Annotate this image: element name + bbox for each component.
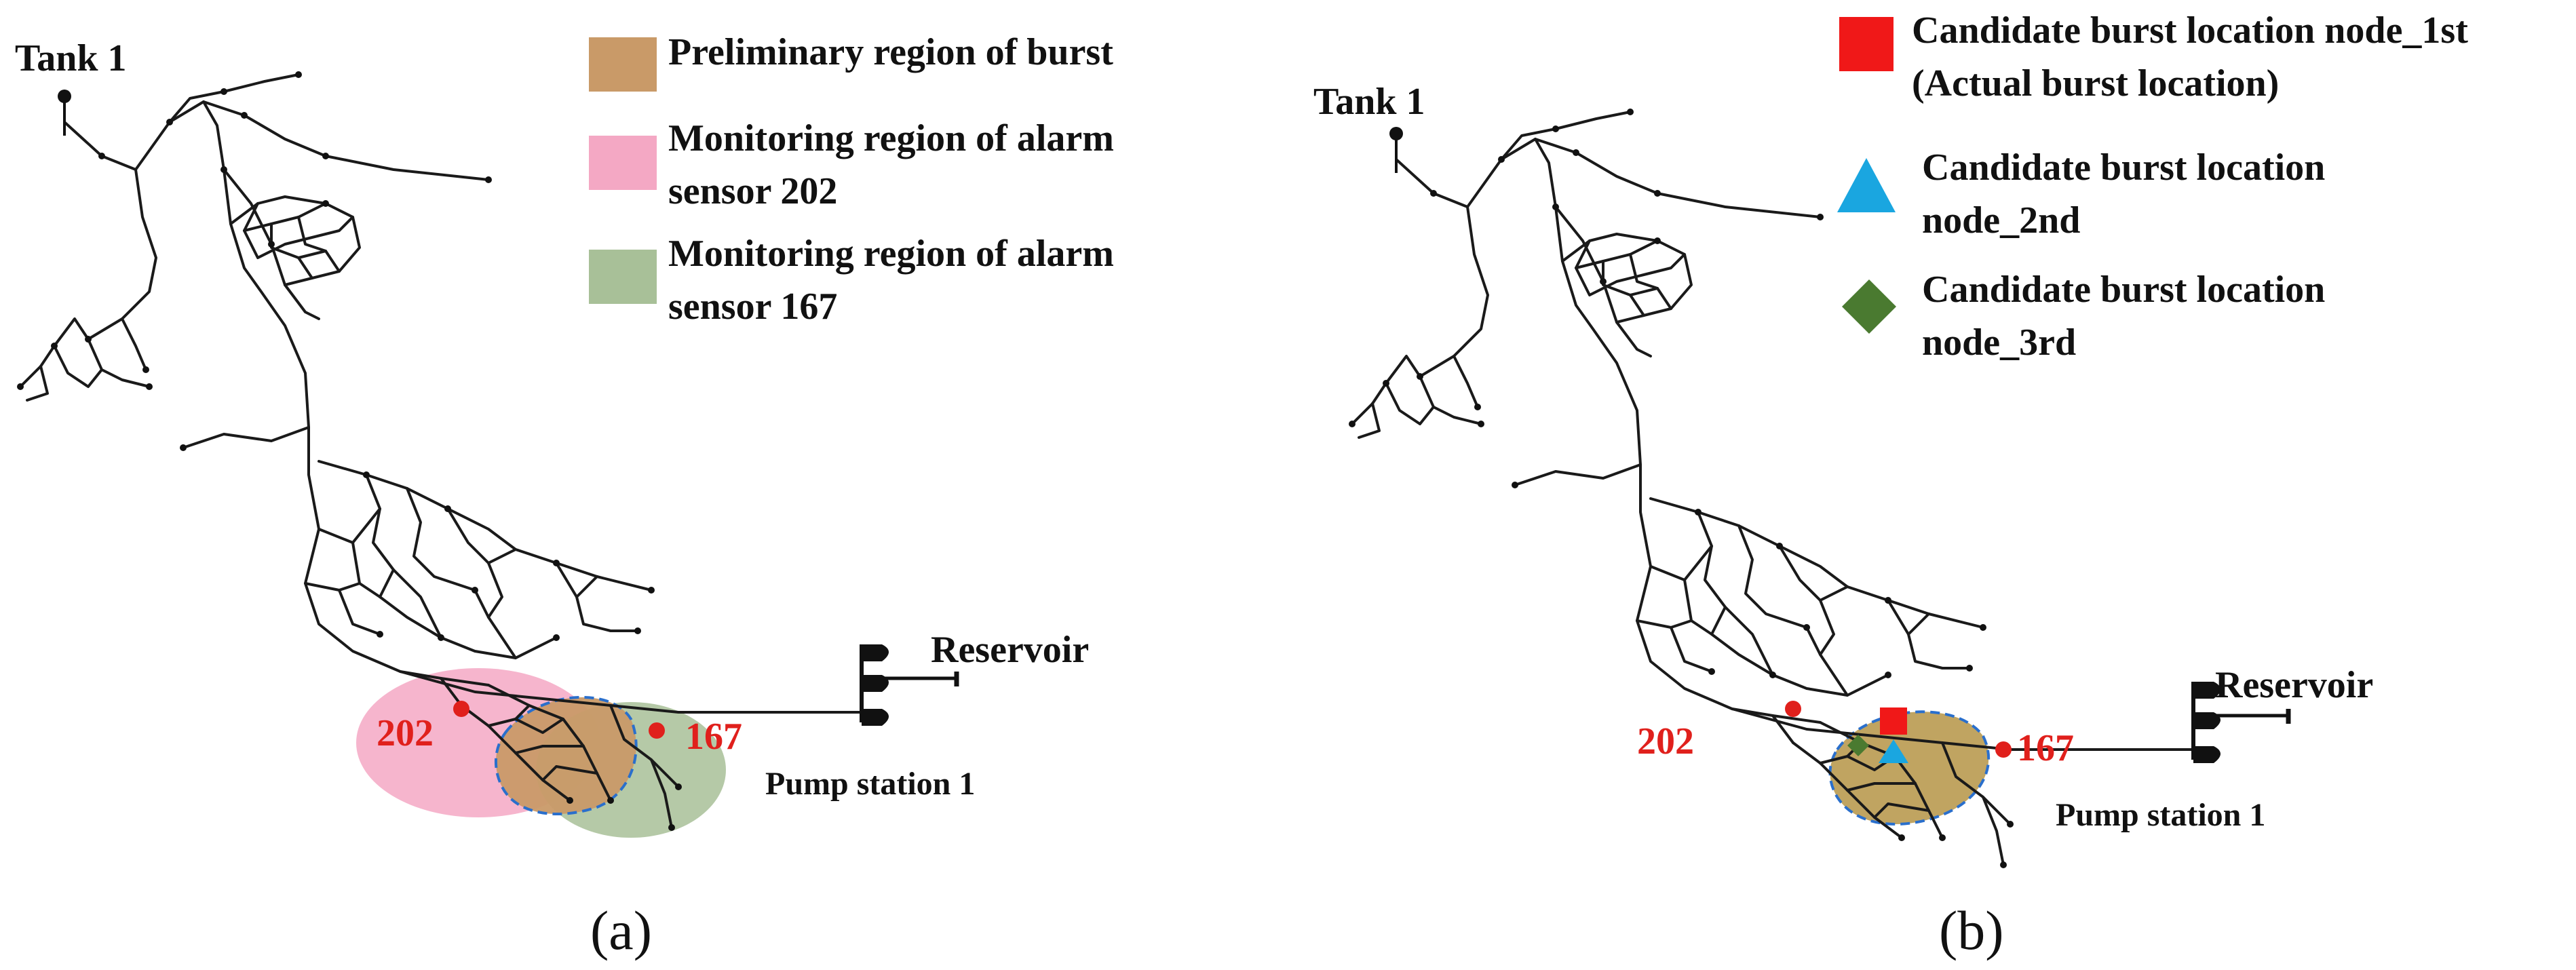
tank-label: Tank 1 — [1313, 81, 1425, 123]
candidate-3rd-marker — [1847, 735, 1869, 756]
sensor-167-label: 167 — [685, 716, 742, 758]
legend-label-line1: Monitoring region of alarm — [668, 117, 1114, 159]
candidate-1st-marker — [1880, 707, 1907, 735]
legend-label-line2: sensor 167 — [668, 286, 838, 328]
caption-a: (a) — [590, 899, 653, 961]
reservoir-label: Reservoir — [2215, 664, 2374, 706]
legend-label-line1: Monitoring region of alarm — [668, 233, 1114, 275]
legend-label-candidate-1st: Candidate burst location node_1st (Actua… — [1912, 4, 2468, 110]
pump-station-icon — [2191, 682, 2291, 763]
legend-label-line2: (Actual burst location) — [1912, 62, 2280, 104]
legend-label-line1: Candidate burst location — [1922, 269, 2326, 311]
legend-label-preliminary: Preliminary region of burst — [668, 26, 1113, 79]
sensor-167-marker — [649, 722, 665, 739]
legend-label-monitoring-202: Monitoring region of alarm sensor 202 — [668, 112, 1114, 218]
legend-red-square-icon — [1839, 17, 1893, 71]
legend-label-line1: Candidate burst location node_1st — [1912, 9, 2468, 52]
tank-icon — [1389, 127, 1403, 173]
tank-icon — [58, 90, 71, 136]
legend-label-candidate-3rd: Candidate burst location node_3rd — [1922, 263, 2325, 369]
reservoir-label: Reservoir — [931, 629, 1090, 671]
network-diagram-b — [1349, 109, 2291, 868]
legend-label-line1: Preliminary region of burst — [668, 31, 1113, 73]
sensor-202-label: 202 — [377, 712, 434, 754]
sensor-202-label: 202 — [1637, 720, 1694, 762]
panel-a: Tank 1 Reservoir Pump station 1 202 167 … — [15, 26, 1114, 961]
legend-label-monitoring-167: Monitoring region of alarm sensor 167 — [668, 227, 1114, 333]
panel-b: Tank 1 Reservoir Pump station 1 202 167 … — [1288, 0, 2576, 970]
legend-swatch-monitoring-202 — [589, 136, 657, 190]
network-diagram-a — [17, 71, 959, 838]
legend-blue-triangle-icon — [1837, 158, 1896, 212]
legend-label-candidate-2nd: Candidate burst location node_2nd — [1922, 141, 2325, 247]
legend-label-line2: node_2nd — [1922, 199, 2081, 241]
combined-burst-region — [1828, 710, 1991, 826]
pump-station-icon — [860, 644, 959, 726]
sensor-167-marker — [1995, 741, 2012, 758]
pump-station-label: Pump station 1 — [765, 766, 976, 802]
pump-station-label: Pump station 1 — [2056, 797, 2266, 833]
legend-green-diamond-icon — [1842, 279, 1896, 334]
tank-label: Tank 1 — [15, 37, 127, 79]
sensor-202-marker — [453, 701, 469, 717]
legend-swatch-preliminary — [589, 37, 657, 92]
caption-b: (b) — [1939, 899, 2004, 961]
legend-swatch-monitoring-167 — [589, 250, 657, 304]
legend-label-line2: sensor 202 — [668, 170, 838, 212]
candidate-2nd-marker — [1879, 739, 1908, 763]
sensor-167-label: 167 — [2017, 727, 2074, 769]
sensor-202-marker — [1785, 701, 1801, 717]
legend-label-line2: node_3rd — [1922, 322, 2077, 364]
legend-label-line1: Candidate burst location — [1922, 147, 2326, 189]
